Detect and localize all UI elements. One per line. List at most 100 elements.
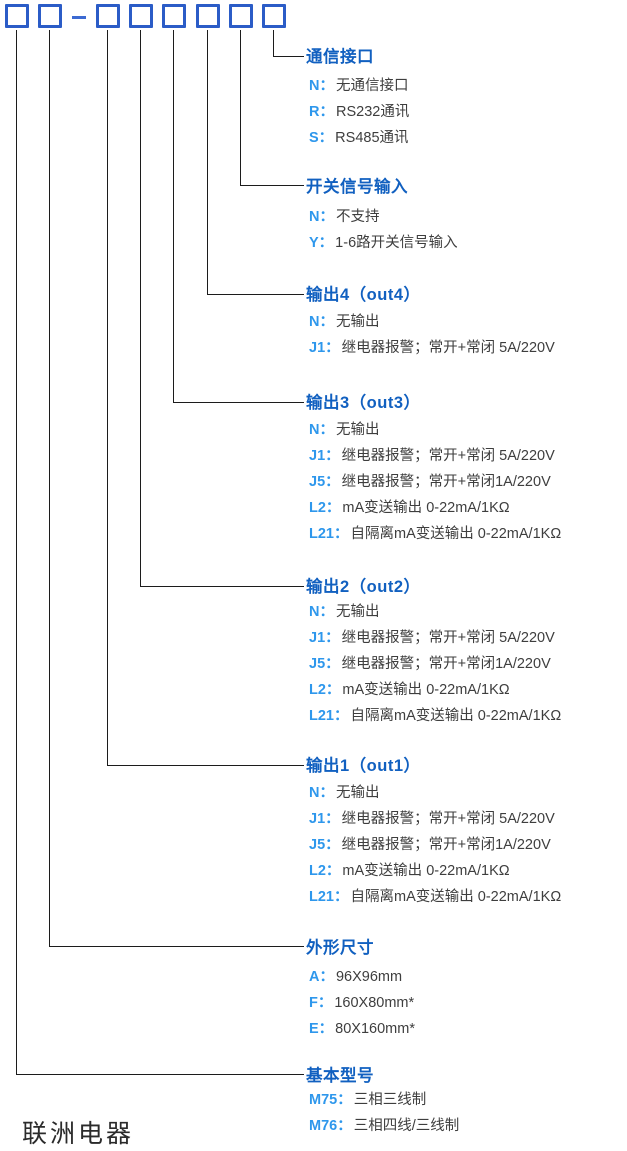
- section-title-dimensions: 外形尺寸: [306, 939, 374, 957]
- option-text: 1-6路开关信号输入: [335, 235, 458, 251]
- option-code: N：: [309, 314, 334, 330]
- option-text: 无输出: [335, 422, 380, 438]
- option-text: 80X160mm*: [335, 1021, 415, 1037]
- option-text: 自隔离mA变送输出 0-22mA/1KΩ: [350, 526, 562, 542]
- model-code-box-5: [162, 4, 186, 28]
- option-row: N：无通信接口: [309, 73, 409, 99]
- section-title-out3: 输出3（out3）: [306, 394, 421, 412]
- option-code: R：: [309, 104, 334, 120]
- option-code: M75：: [309, 1092, 352, 1108]
- option-row: Y：1-6路开关信号输入: [309, 230, 458, 256]
- option-row: N：无输出: [309, 309, 555, 335]
- option-row: N：无输出: [309, 780, 561, 806]
- option-text: mA变送输出 0-22mA/1KΩ: [342, 863, 510, 879]
- option-text: RS232通讯: [335, 104, 410, 120]
- model-code-box-7: [229, 4, 253, 28]
- option-code: N：: [309, 78, 334, 94]
- option-text: 三相四线/三线制: [353, 1118, 460, 1134]
- option-code: A：: [309, 969, 334, 985]
- option-row: J5：继电器报警；常开+常闭1A/220V: [309, 651, 561, 677]
- option-row: L21：自隔离mA变送输出 0-22mA/1KΩ: [309, 884, 561, 910]
- option-text: 不支持: [335, 209, 380, 225]
- connector-line-out3-h: [173, 402, 304, 403]
- connector-line-dimensions-v: [49, 30, 50, 947]
- option-text: 继电器报警；常开+常闭 5A/220V: [341, 340, 555, 356]
- option-code: J1：: [309, 340, 340, 356]
- option-row: J5：继电器报警；常开+常闭1A/220V: [309, 469, 561, 495]
- option-row: L2：mA变送输出 0-22mA/1KΩ: [309, 858, 561, 884]
- option-text: 继电器报警；常开+常闭1A/220V: [341, 656, 551, 672]
- option-text: 继电器报警；常开+常闭 5A/220V: [341, 448, 555, 464]
- option-row: J1：继电器报警；常开+常闭 5A/220V: [309, 625, 561, 651]
- option-code: J5：: [309, 656, 340, 672]
- option-row: L21：自隔离mA变送输出 0-22mA/1KΩ: [309, 703, 561, 729]
- connector-line-switch-h: [240, 185, 304, 186]
- connector-line-out2-v: [140, 30, 141, 587]
- option-row: R：RS232通讯: [309, 99, 409, 125]
- option-row: N：无输出: [309, 417, 561, 443]
- connector-line-comm-h: [273, 56, 304, 57]
- option-list-comm-interface: N：无通信接口 R：RS232通讯 S：RS485通讯: [309, 73, 409, 151]
- option-code: N：: [309, 785, 334, 801]
- connector-line-basemodel-h: [16, 1074, 304, 1075]
- connector-line-out4-v: [207, 30, 208, 295]
- option-text: mA变送输出 0-22mA/1KΩ: [342, 682, 510, 698]
- option-row: J5：继电器报警；常开+常闭1A/220V: [309, 832, 561, 858]
- option-code: J1：: [309, 448, 340, 464]
- option-code: E：: [309, 1021, 334, 1037]
- option-text: 自隔离mA变送输出 0-22mA/1KΩ: [350, 889, 562, 905]
- option-row: S：RS485通讯: [309, 125, 409, 151]
- connector-line-switch-v: [240, 30, 241, 186]
- option-code: L21：: [309, 708, 349, 724]
- connector-line-dimensions-h: [49, 946, 304, 947]
- connector-line-out4-h: [207, 294, 304, 295]
- connector-line-comm-v: [273, 30, 274, 57]
- option-row: E：80X160mm*: [309, 1016, 415, 1042]
- option-code: Y：: [309, 235, 334, 251]
- option-text: 无输出: [335, 314, 380, 330]
- model-code-box-6: [196, 4, 220, 28]
- option-row: L21：自隔离mA变送输出 0-22mA/1KΩ: [309, 521, 561, 547]
- section-title-switch-input: 开关信号输入: [306, 178, 408, 196]
- option-list-switch-input: N：不支持 Y：1-6路开关信号输入: [309, 204, 458, 256]
- option-row: L2：mA变送输出 0-22mA/1KΩ: [309, 677, 561, 703]
- option-text: RS485通讯: [335, 130, 409, 146]
- option-code: L21：: [309, 526, 349, 542]
- option-text: 无输出: [335, 604, 380, 620]
- option-row: J1：继电器报警；常开+常闭 5A/220V: [309, 806, 561, 832]
- section-title-out1: 输出1（out1）: [306, 757, 421, 775]
- section-title-base-model: 基本型号: [306, 1067, 374, 1085]
- option-text: 继电器报警；常开+常闭1A/220V: [341, 837, 551, 853]
- option-code: L2：: [309, 682, 341, 698]
- option-code: J5：: [309, 837, 340, 853]
- option-row: J1：继电器报警；常开+常闭 5A/220V: [309, 335, 555, 361]
- option-code: L2：: [309, 500, 341, 516]
- option-text: 无通信接口: [335, 78, 409, 94]
- option-row: J1：继电器报警；常开+常闭 5A/220V: [309, 443, 561, 469]
- option-text: 三相三线制: [353, 1092, 427, 1108]
- option-code: J1：: [309, 811, 340, 827]
- option-code: L21：: [309, 889, 349, 905]
- option-list-out1: N：无输出 J1：继电器报警；常开+常闭 5A/220V J5：继电器报警；常开…: [309, 780, 561, 910]
- section-title-out2: 输出2（out2）: [306, 578, 421, 596]
- option-code: J1：: [309, 630, 340, 646]
- option-code: M76：: [309, 1118, 352, 1134]
- option-code: S：: [309, 130, 334, 146]
- option-text: 继电器报警；常开+常闭 5A/220V: [341, 630, 555, 646]
- section-title-out4: 输出4（out4）: [306, 286, 421, 304]
- option-row: L2：mA变送输出 0-22mA/1KΩ: [309, 495, 561, 521]
- option-code: L2：: [309, 863, 341, 879]
- option-list-out3: N：无输出 J1：继电器报警；常开+常闭 5A/220V J5：继电器报警；常开…: [309, 417, 561, 547]
- model-code-box-4: [129, 4, 153, 28]
- option-list-base-model: M75：三相三线制 M76：三相四线/三线制: [309, 1087, 459, 1139]
- option-code: J5：: [309, 474, 340, 490]
- connector-line-out3-v: [173, 30, 174, 403]
- option-list-out4: N：无输出 J1：继电器报警；常开+常闭 5A/220V: [309, 309, 555, 361]
- brand-logo-text: 联洲电器: [22, 1121, 135, 1148]
- option-text: 自隔离mA变送输出 0-22mA/1KΩ: [350, 708, 562, 724]
- connector-line-out1-h: [107, 765, 304, 766]
- option-text: 96X96mm: [335, 969, 403, 985]
- model-code-box-2: [38, 4, 62, 28]
- option-code: F：: [309, 995, 333, 1011]
